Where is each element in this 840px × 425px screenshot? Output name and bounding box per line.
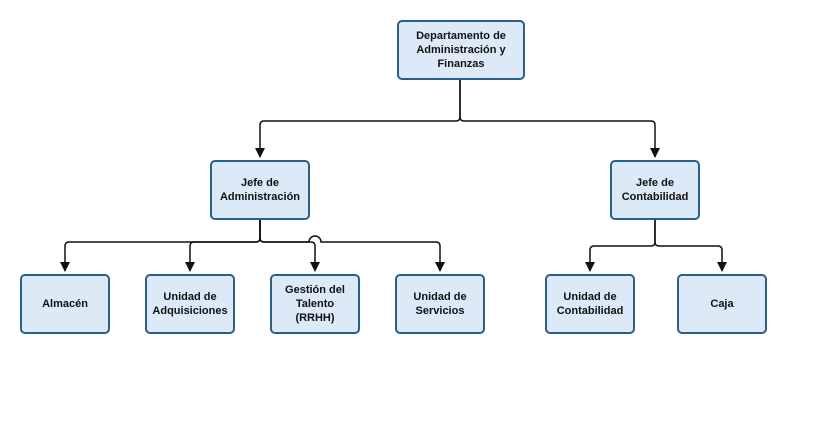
connector-jefe-admin-to-servicios xyxy=(259,220,445,272)
node-gestion-talento: Gestión del Talento (RRHH) xyxy=(270,274,360,334)
node-label: Unidad de Servicios xyxy=(413,291,467,317)
node-label: Unidad de Adquisiciones xyxy=(152,291,228,317)
node-label: Gestión del Talento (RRHH) xyxy=(285,284,345,324)
node-departamento-administracion-finanzas: Departamento de Administración y Finanza… xyxy=(397,20,525,80)
node-caja: Caja xyxy=(677,274,767,334)
connector-root-to-jefe-conta xyxy=(459,80,660,158)
node-label: Caja xyxy=(710,298,734,310)
node-label: Departamento de Administración y Finanza… xyxy=(416,30,506,70)
node-unidad-servicios: Unidad de Servicios xyxy=(395,274,485,334)
connector-jefe-conta-to-caja xyxy=(654,220,727,272)
node-label: Unidad de Contabilidad xyxy=(556,291,624,317)
node-jefe-contabilidad: Jefe de Contabilidad xyxy=(610,160,700,220)
node-unidad-adquisiciones: Unidad de Adquisiciones xyxy=(145,274,235,334)
node-jefe-administracion: Jefe de Administración xyxy=(210,160,310,220)
node-label: Jefe de Administración xyxy=(219,177,301,203)
connector-root-to-jefe-admin xyxy=(255,80,461,158)
connector-jefe-conta-to-unidad-conta xyxy=(585,220,656,272)
connector-jefe-admin-to-almacen xyxy=(60,220,261,272)
node-unidad-contabilidad: Unidad de Contabilidad xyxy=(545,274,635,334)
node-almacen: Almacén xyxy=(20,274,110,334)
node-label: Jefe de Contabilidad xyxy=(621,177,689,203)
connector-jefe-admin-to-talento xyxy=(259,220,320,272)
connector-jefe-admin-to-adquisiciones xyxy=(185,220,261,272)
node-label: Almacén xyxy=(42,298,88,310)
